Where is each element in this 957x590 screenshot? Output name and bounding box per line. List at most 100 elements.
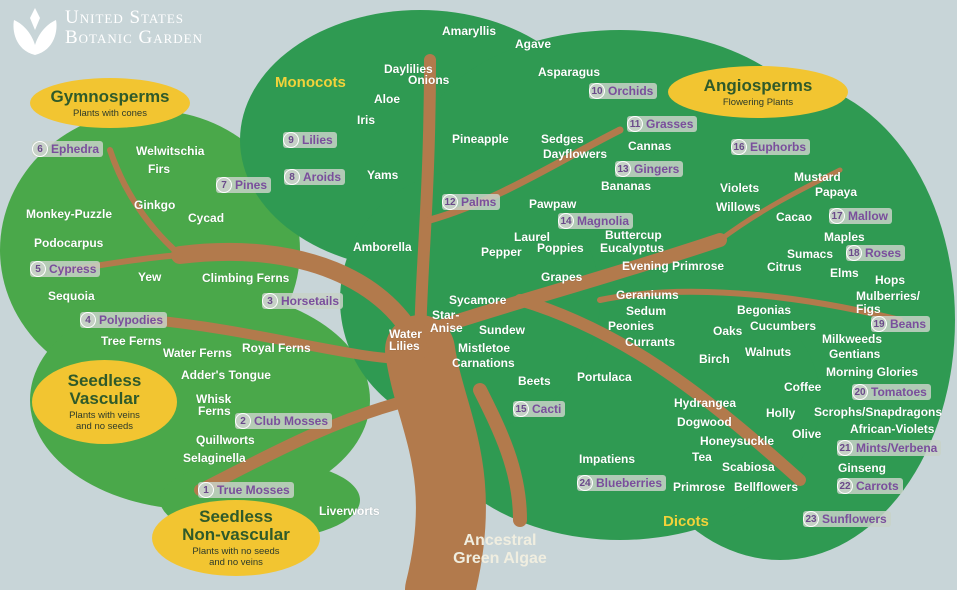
callout-subtitle: Plants with veins [69, 410, 140, 421]
group-name: Roses [865, 246, 902, 260]
callout-subtitle: Plants with no seeds [192, 546, 280, 557]
callout-title: Vascular [69, 389, 140, 408]
plant-label: Violets [720, 181, 760, 195]
group-name: Ephedra [51, 142, 100, 156]
plant-label: Anise [430, 321, 463, 335]
group-number-badge: 17 [829, 208, 845, 224]
group-number-badge: 14 [558, 213, 574, 229]
plant-label: Dogwood [677, 415, 732, 429]
plant-label: Lilies [389, 339, 420, 353]
group-name: Carrots [856, 479, 899, 493]
plant-label: Tea [692, 450, 712, 464]
group-name: Mallow [848, 209, 889, 223]
callout-title: Non-vascular [182, 525, 290, 544]
plant-label: Ferns [198, 404, 231, 418]
group-name: Pines [235, 178, 268, 192]
plant-label: Sedum [626, 304, 667, 318]
callout-subtitle: and no veins [209, 557, 263, 568]
group-number-badge: 23 [803, 511, 819, 527]
group-name: Tomatoes [871, 385, 927, 399]
plant-label: Amaryllis [442, 24, 497, 38]
plant-label: Bellflowers [734, 480, 799, 494]
plant-label: Cacao [776, 210, 813, 224]
group-name: Horsetails [281, 294, 340, 308]
group-name: Grasses [646, 117, 694, 131]
group-name: Magnolia [577, 214, 630, 228]
group-name: Sunflowers [822, 512, 887, 526]
callout-subtitle: and no seeds [75, 421, 134, 432]
callout-seedless-vascular: Seedless Vascular Plants with veins and … [32, 360, 177, 444]
plant-label: Tree Ferns [101, 334, 162, 348]
plant-label: Star- [432, 308, 460, 322]
plant-label: Water Ferns [163, 346, 232, 360]
plant-label: Water [389, 327, 422, 341]
callout-title: Seedless [67, 371, 142, 390]
plant-label: Sycamore [449, 293, 507, 307]
group-name: Orchids [608, 84, 654, 98]
plant-label: Climbing Ferns [202, 271, 290, 285]
plant-label: Agave [515, 37, 552, 51]
group-number-badge: 16 [731, 139, 747, 155]
callout-title: Seedless [199, 507, 273, 526]
plant-label: Scabiosa [722, 460, 775, 474]
callout-subtitle: Plants with cones [73, 107, 147, 119]
group-name: Euphorbs [750, 140, 806, 154]
plant-label: Laurel [514, 230, 551, 244]
plant-label: Willows [716, 200, 761, 214]
group-name: Blueberries [596, 476, 663, 490]
callout-subtitle: Flowering Plants [722, 96, 794, 108]
plant-label: Milkweeds [822, 332, 883, 346]
plant-label: Cucumbers [750, 319, 817, 333]
callout-angiosperms: Angiosperms Flowering Plants [668, 66, 848, 118]
plant-label: Cannas [628, 139, 672, 153]
plant-label: Birch [699, 352, 730, 366]
group-name: Palms [461, 195, 497, 209]
plant-label: Grapes [541, 270, 583, 284]
plant-label: Impatiens [579, 452, 636, 466]
group-number-badge: 13 [615, 161, 631, 177]
group-number-badge: 24 [577, 475, 593, 491]
group-name: Cypress [49, 262, 97, 276]
plant-label: Welwitschia [136, 144, 205, 158]
plant-label: Hops [875, 273, 905, 287]
group-number-badge: 8 [284, 169, 300, 185]
plant-label: Maples [824, 230, 865, 244]
plant-label: Peonies [608, 319, 655, 333]
plant-label: African-Violets [850, 422, 935, 436]
plant-label: Liverworts [319, 504, 380, 518]
group-name: Beans [890, 317, 927, 331]
group-number-badge: 15 [513, 401, 529, 417]
plant-label: Pepper [481, 245, 522, 259]
plant-label: Elms [830, 266, 859, 280]
group-number-badge: 18 [846, 245, 862, 261]
plant-label: Podocarpus [34, 236, 104, 250]
plant-label: Sumacs [787, 247, 834, 261]
logo: United States Botanic Garden [10, 8, 203, 48]
group-number-badge: 1 [198, 482, 214, 498]
plant-label: Mistletoe [458, 341, 511, 355]
group-name: Cacti [532, 402, 562, 416]
group-number-badge: 22 [837, 478, 853, 494]
plant-label: Poppies [537, 241, 584, 255]
plant-label: Ginseng [838, 461, 887, 475]
plant-label: Sequoia [48, 289, 95, 303]
plant-label: Dayflowers [543, 147, 608, 161]
group-number-badge: 2 [235, 413, 251, 429]
logo-icon [13, 8, 57, 55]
plant-label: Morning Glories [826, 365, 919, 379]
group-number-badge: 19 [871, 316, 887, 332]
